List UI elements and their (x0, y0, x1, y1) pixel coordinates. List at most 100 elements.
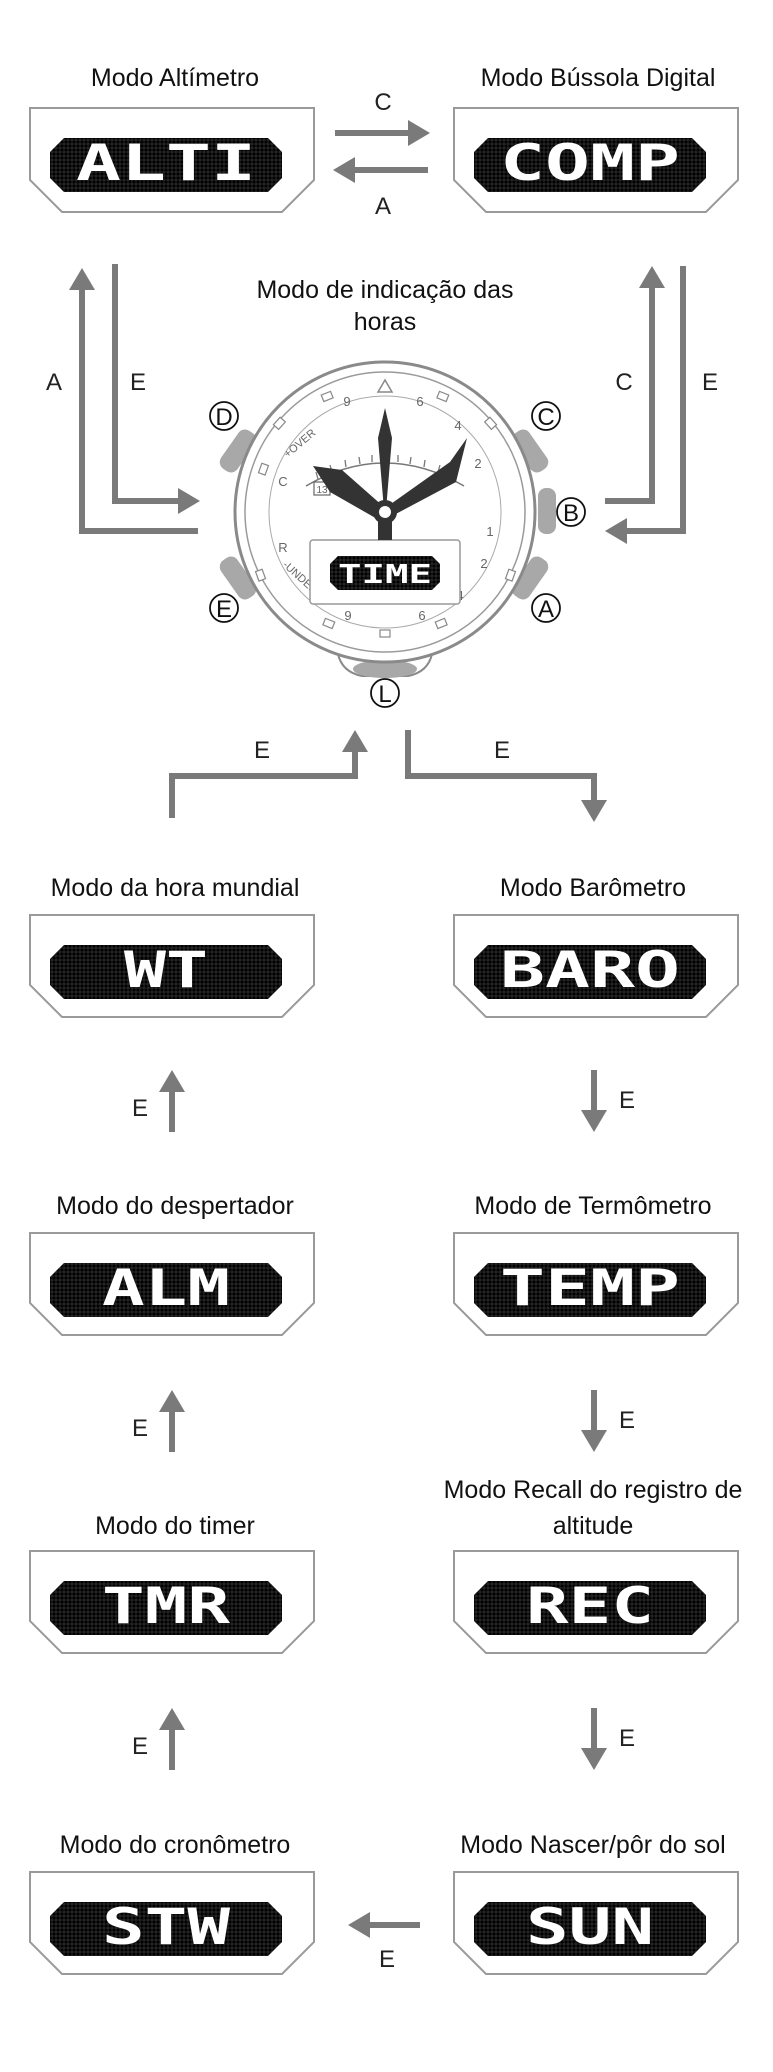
arrow-sun-to-stw (348, 1912, 420, 1938)
panel-stopwatch: STW (29, 1871, 315, 1975)
lcd-text-comp: COMP (500, 134, 680, 192)
watch-lcd-text: TIME (338, 560, 432, 590)
button-e-marker (209, 593, 239, 623)
button-c-marker (531, 401, 561, 431)
label-time-to-comp: C (615, 369, 632, 396)
watch-lcd-grid (330, 556, 440, 590)
button-l-marker (370, 678, 400, 708)
bezel-marker (434, 617, 448, 630)
lcd-text-stw: STW (102, 1898, 231, 1956)
bezel-marker (379, 629, 391, 638)
label-comp-to-alti: A (375, 193, 391, 220)
hour-hand-left (313, 466, 392, 524)
panel-barometer: BARO (453, 914, 739, 1018)
title-sunrise-sunset: Modo Nascer/pôr do sol (460, 1831, 725, 1859)
bezel-marker (320, 390, 334, 403)
light-button-shape (353, 660, 417, 678)
watch-illustration: 9 6 4 2 1 2 4 6 9 +OVER -UNDER C R 13 TI… (209, 360, 586, 708)
dial-num-2-top: 2 (474, 456, 481, 471)
panel-sunrise-sunset: SUN (453, 1871, 739, 1975)
arrow-alti-to-time (112, 264, 200, 514)
button-d-letter: D (215, 404, 232, 431)
lcd-text-baro: BARO (500, 941, 680, 999)
bezel-marker (257, 462, 270, 476)
button-d-marker (209, 401, 239, 431)
button-b-letter: B (563, 500, 579, 527)
lcd-text-wt: WT (124, 941, 208, 999)
dial-num-4-top: 4 (454, 418, 461, 433)
lcd-grid (474, 138, 706, 192)
title-altitude-recall-line2: altitude (553, 1512, 634, 1540)
lcd-grid (474, 1902, 706, 1956)
lcd-text-temp: TEMP (500, 1259, 680, 1317)
button-e-shape (219, 556, 257, 600)
arrow-tmr-to-alm (159, 1390, 185, 1452)
label-alti-to-comp: C (374, 89, 391, 116)
button-c-shape (511, 429, 549, 473)
hour-hand-right (388, 438, 467, 516)
bezel-marker (254, 568, 267, 582)
dial-mark-c: C (278, 474, 287, 489)
label-time-to-alti: A (46, 369, 62, 396)
button-a-letter: A (538, 596, 554, 623)
title-compass: Modo Bússola Digital (481, 64, 716, 92)
lcd-text-sun: SUN (526, 1898, 654, 1956)
panel-timer: TMR (29, 1550, 315, 1654)
dial-mark-13: 13 (316, 485, 328, 496)
arrow-temp-to-rec (581, 1390, 607, 1452)
panel-altitude-recall: REC (453, 1550, 739, 1654)
button-b-shape (538, 488, 556, 534)
title-barometer: Modo Barômetro (500, 874, 686, 902)
button-c-letter: C (537, 404, 554, 431)
button-e-letter: E (216, 596, 232, 623)
label-wt-to-time: E (254, 737, 270, 764)
label-alm-to-wt: E (132, 1095, 148, 1122)
lcd-grid (50, 1263, 282, 1317)
label-comp-to-time: E (702, 369, 718, 396)
arrow-comp-to-time (605, 266, 686, 544)
label-tmr-to-alm: E (132, 1415, 148, 1442)
arrow-time-to-baro (405, 730, 607, 822)
button-b-marker (556, 497, 586, 527)
arrow-rec-to-sun (581, 1708, 607, 1770)
title-alarm: Modo do despertador (56, 1192, 294, 1220)
label-stw-to-tmr: E (132, 1733, 148, 1760)
title-altimeter: Modo Altímetro (91, 64, 259, 92)
dial-num-2-bottom: 2 (480, 556, 487, 571)
title-world-time: Modo da hora mundial (51, 874, 300, 902)
title-timekeeping-line1: Modo de indicação das (256, 276, 513, 304)
lcd-grid (474, 1581, 706, 1635)
lcd-grid (50, 1581, 282, 1635)
button-d-shape (219, 429, 257, 473)
bezel-marker (272, 416, 287, 431)
bezel-marker (436, 390, 450, 403)
dial-num-6-top: 6 (416, 394, 423, 409)
label-temp-to-rec: E (619, 1407, 635, 1434)
arrow-stw-to-tmr (159, 1708, 185, 1770)
arrow-comp-to-alti (333, 157, 428, 183)
title-thermometer: Modo de Termômetro (474, 1192, 711, 1220)
lcd-grid (474, 945, 706, 999)
lcd-text-alti: ALTI (76, 134, 256, 192)
arrow-alti-to-comp (335, 120, 430, 146)
label-alti-to-time: E (130, 369, 146, 396)
hand-hub-cap (379, 506, 391, 518)
arrow-time-to-alti (69, 268, 198, 534)
label-time-to-baro: E (494, 737, 510, 764)
bezel-marker (504, 568, 517, 582)
arrow-baro-to-temp (581, 1070, 607, 1132)
minute-hand (378, 408, 392, 510)
dial-num-1: 1 (486, 524, 493, 539)
lcd-text-tmr: TMR (102, 1577, 231, 1635)
lcd-grid (50, 138, 282, 192)
panel-compass: COMP (453, 107, 739, 213)
lcd-grid (50, 1902, 282, 1956)
arrow-alm-to-wt (159, 1070, 185, 1132)
label-baro-to-temp: E (619, 1087, 635, 1114)
bezel-marker (322, 617, 336, 630)
title-timer: Modo do timer (95, 1512, 255, 1540)
title-stopwatch: Modo do cronômetro (60, 1831, 291, 1859)
button-a-marker (531, 593, 561, 623)
